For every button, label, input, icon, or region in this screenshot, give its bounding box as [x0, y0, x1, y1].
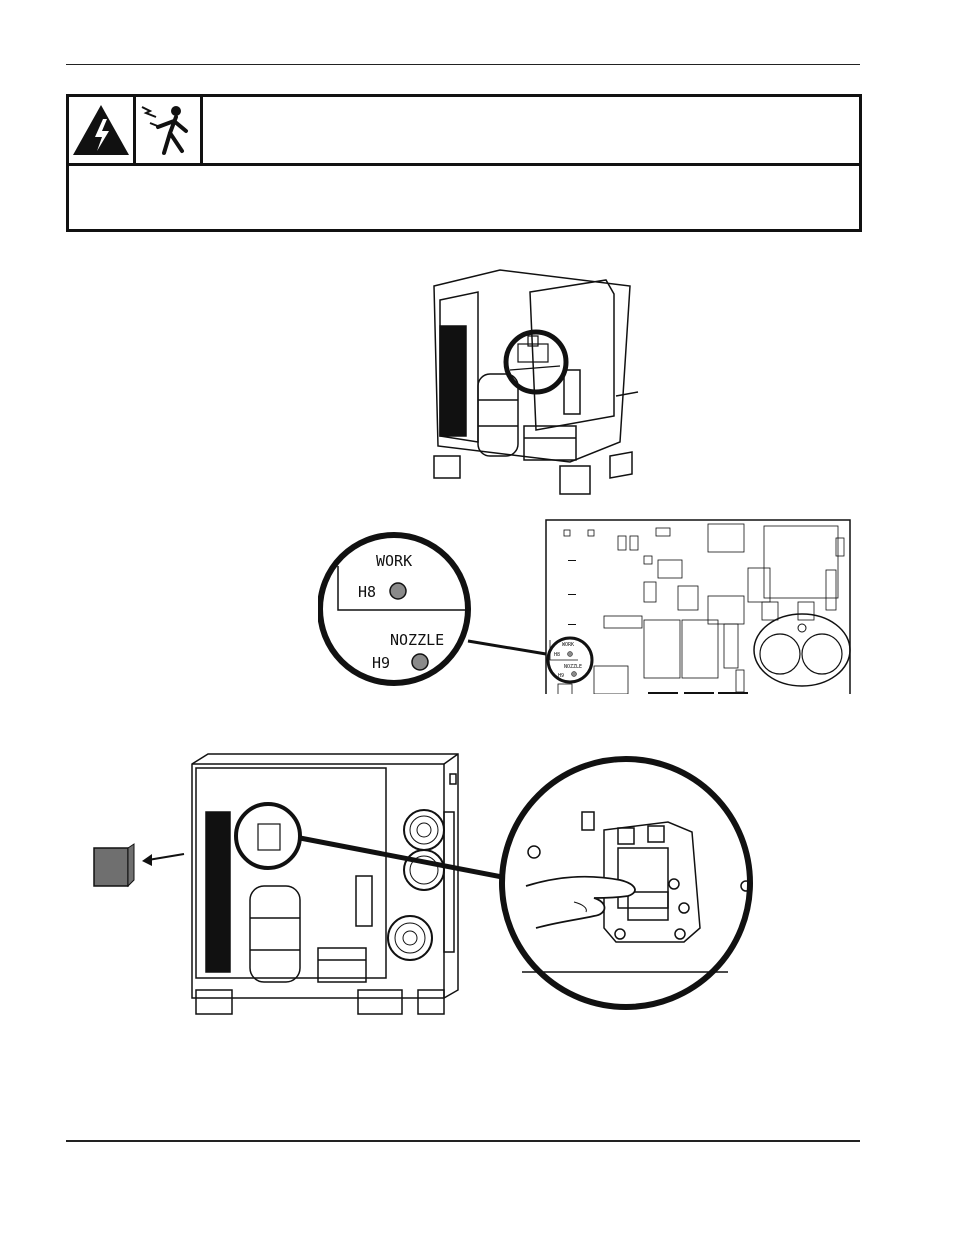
- cooling-fans: [387, 809, 445, 961]
- circuit-board: WORK H8 NOZZLE H9: [545, 519, 851, 701]
- warning-box: [66, 94, 862, 232]
- warning-message-area: [69, 166, 859, 229]
- work-led-indicator: [389, 582, 407, 600]
- callout-work-label: WORK: [376, 552, 412, 570]
- board-h9-label: H9: [558, 673, 564, 679]
- nozzle-led-indicator: [411, 653, 429, 671]
- switch-access-figure: [88, 752, 788, 1021]
- board-nozzle-label: NOZZLE: [564, 664, 582, 670]
- board-h8-label: H8: [554, 652, 560, 658]
- callout-h8-label: H8: [358, 583, 376, 601]
- footer-rule: [66, 1140, 860, 1142]
- warning-header-row: [69, 97, 859, 166]
- header-rule: [66, 64, 860, 65]
- chassis-open-figure: [420, 266, 640, 503]
- board-work-label: WORK: [562, 642, 574, 648]
- pcb-callout-figure: WORK H8 NOZZLE H9: [317, 516, 854, 701]
- callout-h9-label: H9: [372, 654, 390, 672]
- removed-cover-plate: [93, 847, 129, 887]
- callout-nozzle-label: NOZZLE: [390, 631, 444, 649]
- electric-shock-warning-icon: [69, 97, 136, 163]
- shock-hazard-person-icon: [136, 97, 203, 163]
- removal-arrow-icon: [142, 854, 152, 866]
- hand-pressing-switch-icon: [525, 875, 636, 929]
- detail-circle-indicator: [503, 329, 569, 395]
